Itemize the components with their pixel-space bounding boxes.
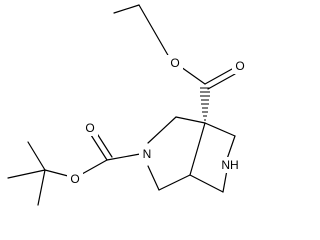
bond-nh-c6 — [222, 169, 228, 193]
atom-label-ester-ether-oxygen: O — [170, 56, 179, 70]
atom-label-ester-carbonyl-oxygen: O — [235, 59, 244, 73]
atom-label-ring-nitrogen-h: NH — [221, 158, 238, 172]
bond-c1-c6a — [158, 174, 191, 191]
bond-ester-c-o-double-a — [204, 68, 233, 85]
bond-o-tbu-c — [44, 169, 69, 177]
bond-n2-c1 — [147, 165, 160, 191]
molecule-structure: O O N NH O O — [7, 4, 248, 206]
bond-ethyl-ch3-ch2 — [113, 4, 140, 14]
bond-ester-o-carbonyl-c — [180, 66, 206, 85]
bond-c3-n2 — [147, 116, 177, 144]
bond-ester-c-o-double-b — [207, 73, 236, 90]
atom-label-ring-nitrogen-boc: N — [143, 147, 152, 161]
atom-label-layer: O O N NH O O — [67, 55, 248, 187]
atom-label-boc-carbonyl-oxygen: O — [85, 121, 94, 135]
bond-ethyl-ch2-o — [138, 4, 170, 58]
bond-boc-c-o-double-a — [90, 134, 108, 161]
bond-tbu-c-me-up — [27, 141, 46, 171]
bond-boc-c-o-ether — [81, 159, 108, 175]
bond-c4-nh — [226, 135, 236, 160]
bond-tbu-c-me-left — [7, 169, 46, 179]
bond-c6a-c3a — [189, 122, 206, 176]
bond-layer — [7, 4, 236, 206]
bond-n2-boc-c — [106, 153, 141, 161]
bond-c3a-c4 — [204, 122, 236, 137]
atom-label-boc-ether-oxygen: O — [70, 172, 79, 186]
bond-c6-c6a — [189, 174, 224, 193]
stereo-hashed-wedge — [200, 87, 210, 121]
bond-c3a-c3 — [175, 116, 206, 124]
bond-boc-c-o-double-b — [95, 131, 113, 158]
bond-tbu-c-me-down — [37, 169, 46, 206]
